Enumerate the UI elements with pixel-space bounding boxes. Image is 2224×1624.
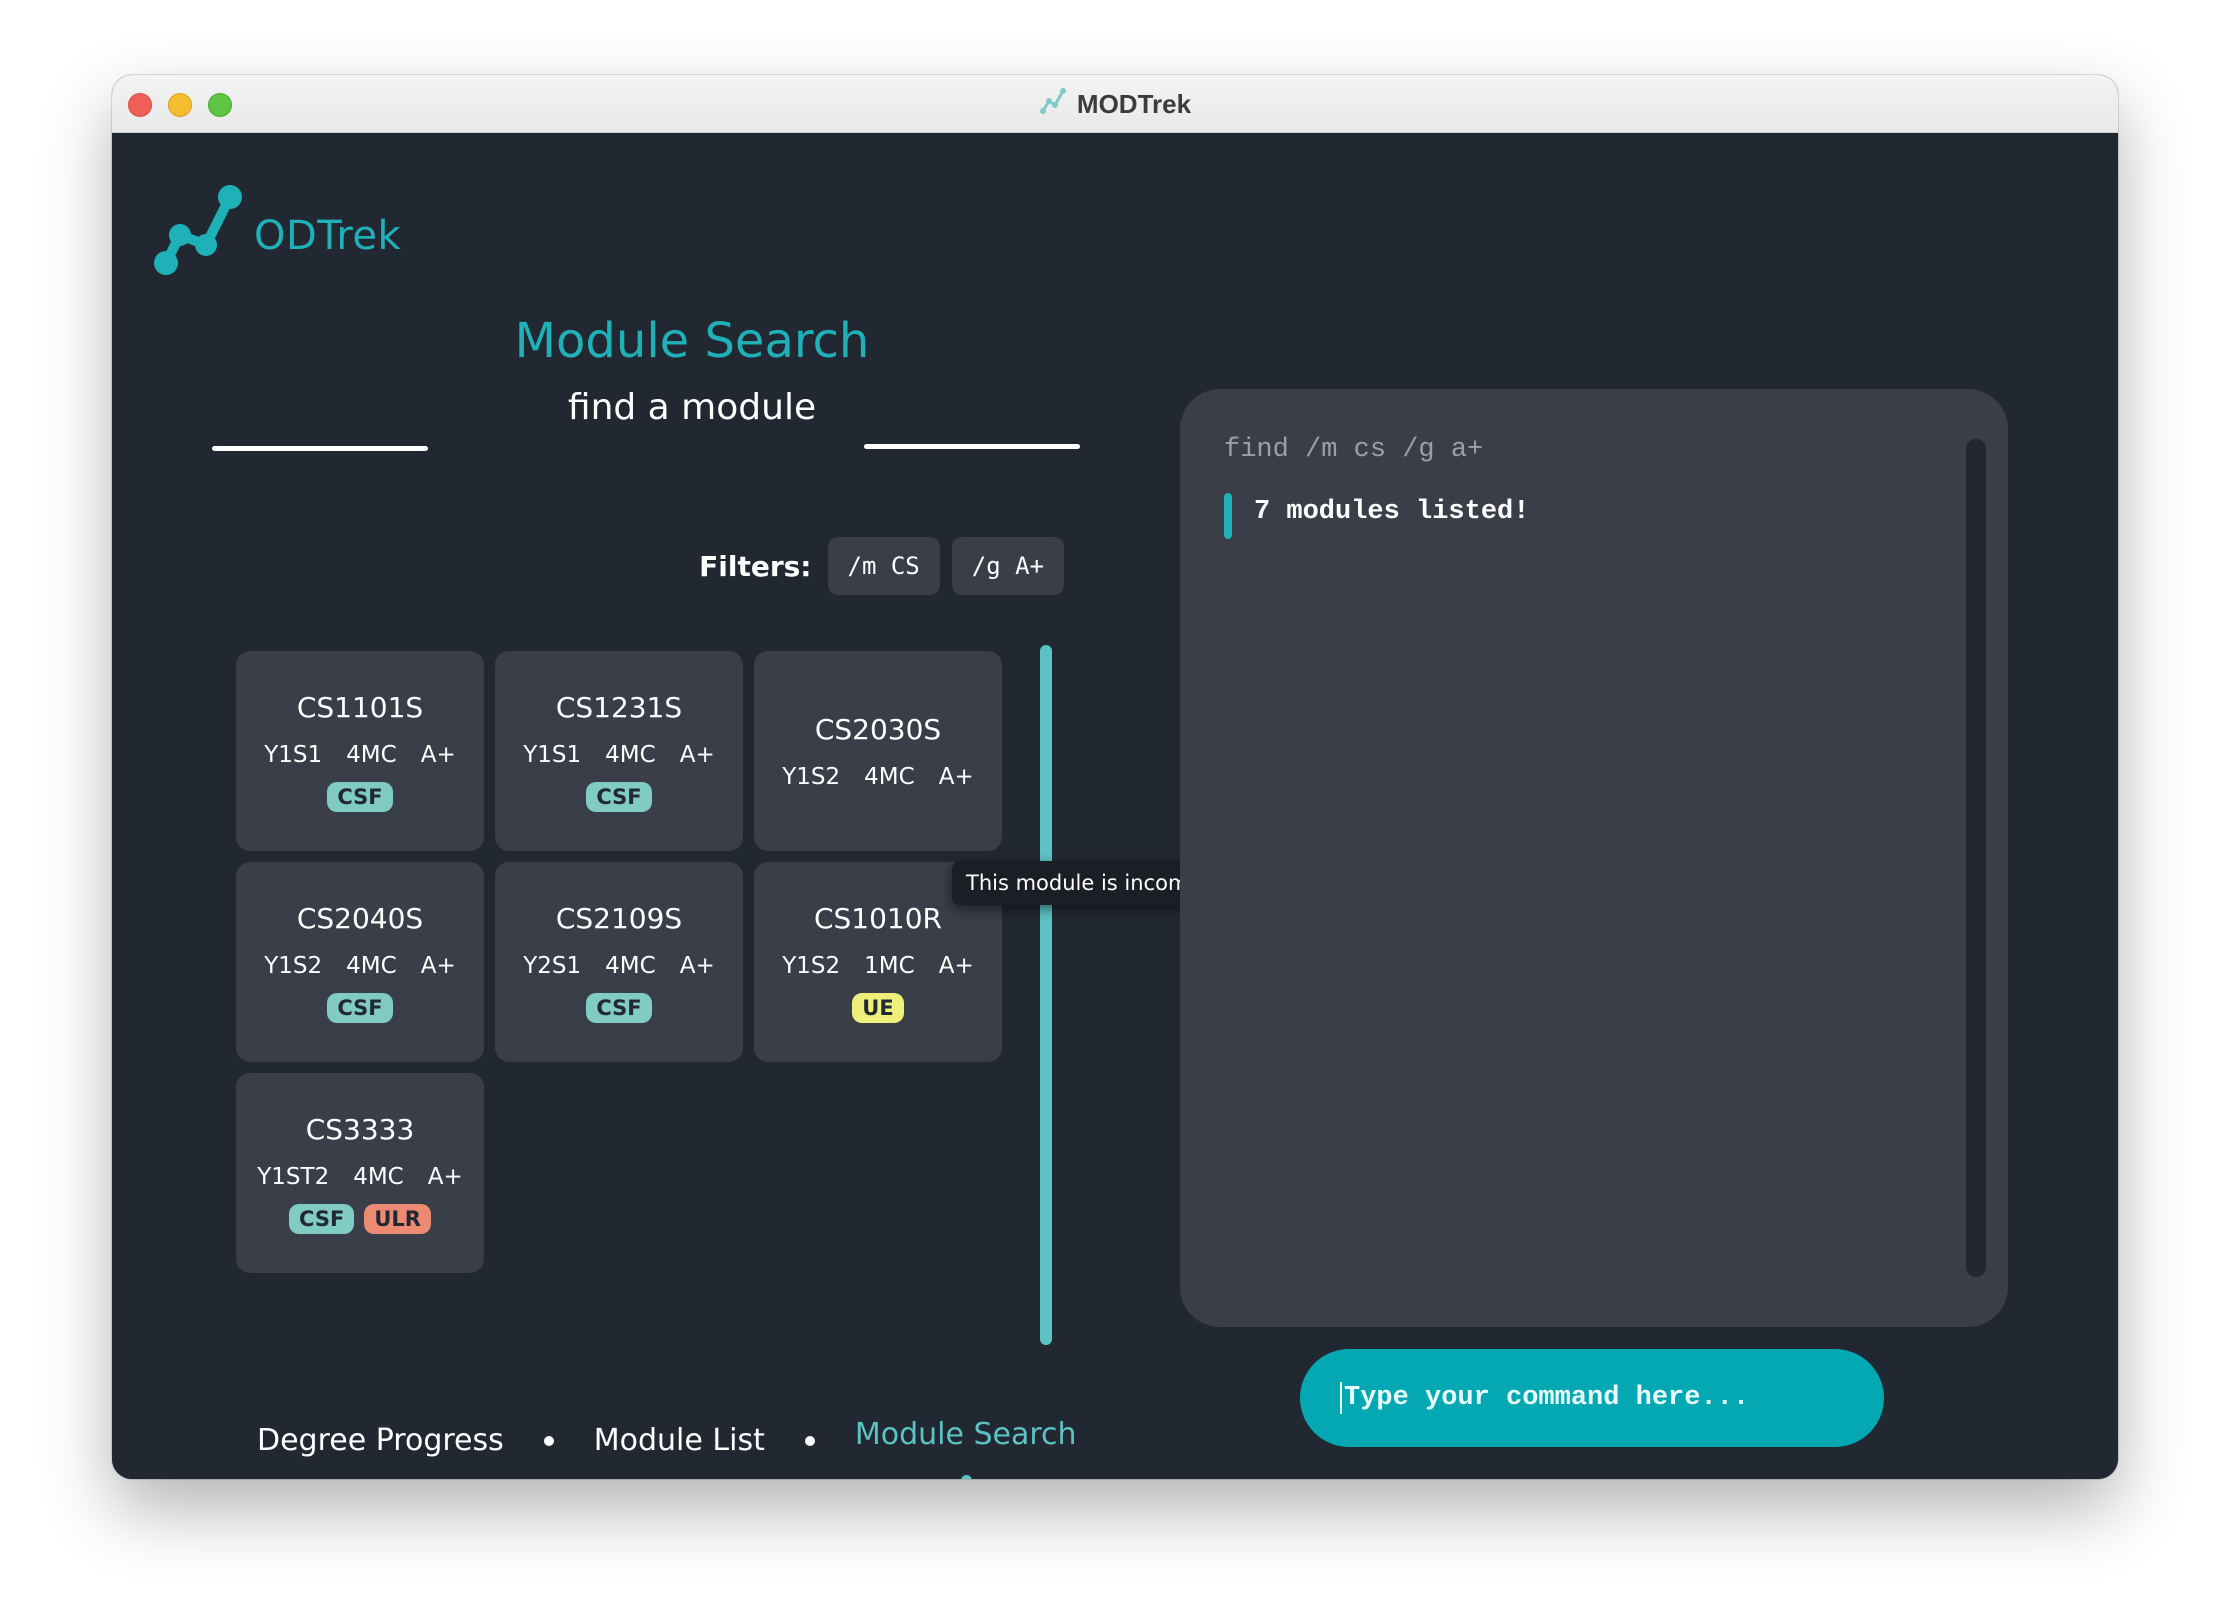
module-tags: CSF bbox=[327, 781, 393, 812]
app-icon bbox=[1039, 87, 1067, 122]
module-meta: Y1ST2 4MC A+ bbox=[257, 1164, 463, 1190]
result-command-echo: find /m cs /g a+ bbox=[1224, 435, 1484, 465]
module-semester: Y1ST2 bbox=[257, 1163, 330, 1190]
module-card[interactable]: CS1010R Y1S2 1MC A+ UE bbox=[754, 862, 1002, 1062]
active-indicator bbox=[960, 1475, 972, 1479]
module-credits: 4MC bbox=[605, 741, 656, 768]
module-meta: Y1S2 1MC A+ bbox=[782, 953, 973, 979]
window-title: MODTrek bbox=[1076, 88, 1192, 119]
app-logo: ODTrek bbox=[150, 173, 401, 283]
module-code: CS1231S bbox=[555, 690, 683, 724]
module-tags: CSF bbox=[586, 781, 652, 812]
module-meta: Y1S2 4MC A+ bbox=[782, 764, 973, 790]
close-window-button[interactable] bbox=[128, 93, 152, 117]
module-meta: Y1S1 4MC A+ bbox=[523, 742, 714, 768]
module-code: CS1101S bbox=[296, 690, 424, 724]
tag-csf: CSF bbox=[327, 992, 393, 1023]
module-grade: A+ bbox=[420, 952, 456, 979]
nav-degree-progress[interactable]: Degree Progress bbox=[257, 1423, 504, 1458]
tag-csf: CSF bbox=[289, 1203, 355, 1234]
tag-csf: CSF bbox=[327, 781, 393, 812]
nav-module-search-label: Module Search bbox=[854, 1417, 1077, 1452]
module-card[interactable]: CS2040S Y1S2 4MC A+ CSF bbox=[236, 862, 484, 1062]
module-code: CS2040S bbox=[296, 901, 424, 935]
tag-ulr: ULR bbox=[364, 1203, 431, 1234]
module-semester: Y1S2 bbox=[264, 952, 323, 979]
module-credits: 1MC bbox=[864, 952, 915, 979]
module-grade: A+ bbox=[420, 741, 456, 768]
module-grade: A+ bbox=[938, 763, 974, 790]
module-grade: A+ bbox=[679, 741, 715, 768]
nav-separator bbox=[543, 1435, 554, 1446]
module-code: CS2030S bbox=[814, 712, 942, 746]
module-semester: Y2S1 bbox=[523, 952, 582, 979]
main-content: ODTrek Module Search find a module Filte… bbox=[112, 133, 2118, 1479]
page-title: Module Search bbox=[514, 313, 870, 369]
module-code: CS3333 bbox=[305, 1112, 415, 1146]
module-tags: UE bbox=[852, 992, 904, 1023]
minimize-window-button[interactable] bbox=[168, 93, 192, 117]
module-tags: CSF bbox=[586, 992, 652, 1023]
logo-text: ODTrek bbox=[254, 213, 402, 259]
result-accent-bar bbox=[1224, 493, 1232, 539]
nav-module-list[interactable]: Module List bbox=[593, 1423, 765, 1458]
module-card[interactable]: CS3333 Y1ST2 4MC A+ CSF ULR bbox=[236, 1073, 484, 1273]
result-panel: find /m cs /g a+ 7 modules listed! bbox=[1180, 389, 2008, 1327]
module-semester: Y1S1 bbox=[264, 741, 323, 768]
heading-line-right bbox=[864, 444, 1080, 449]
title-bar: MODTrek bbox=[112, 75, 2118, 133]
filter-chip-grade[interactable]: /g A+ bbox=[951, 537, 1064, 595]
tag-csf: CSF bbox=[586, 781, 652, 812]
module-card[interactable]: CS2109S Y2S1 4MC A+ CSF bbox=[495, 862, 743, 1062]
module-credits: 4MC bbox=[353, 1163, 404, 1190]
heading-line-left bbox=[212, 446, 428, 451]
module-semester: Y1S1 bbox=[523, 741, 582, 768]
module-credits: 4MC bbox=[864, 763, 915, 790]
module-meta: Y1S1 4MC A+ bbox=[264, 742, 455, 768]
window-title-group: MODTrek bbox=[112, 75, 2118, 133]
module-code: CS2109S bbox=[555, 901, 683, 935]
result-panel-scrollbar[interactable] bbox=[1966, 439, 1986, 1277]
nav-separator bbox=[804, 1435, 815, 1446]
page-subtitle: find a module bbox=[567, 387, 817, 428]
module-card[interactable]: CS2030S Y1S2 4MC A+ bbox=[754, 651, 1002, 851]
module-grade: A+ bbox=[938, 952, 974, 979]
command-box[interactable] bbox=[1300, 1349, 1884, 1447]
module-credits: 4MC bbox=[605, 952, 656, 979]
module-card-grid: CS1101S Y1S1 4MC A+ CSF CS1231S Y1S1 4MC… bbox=[236, 651, 1026, 1273]
command-input[interactable] bbox=[1340, 1382, 1884, 1414]
nav-module-search[interactable]: Module Search bbox=[854, 1417, 1077, 1479]
module-grade: A+ bbox=[427, 1163, 463, 1190]
result-message: 7 modules listed! bbox=[1254, 497, 1530, 527]
module-tags: CSF bbox=[327, 992, 393, 1023]
module-credits: 4MC bbox=[346, 952, 397, 979]
module-meta: Y2S1 4MC A+ bbox=[523, 953, 714, 979]
module-card[interactable]: CS1101S Y1S1 4MC A+ CSF bbox=[236, 651, 484, 851]
module-meta: Y1S2 4MC A+ bbox=[264, 953, 455, 979]
module-list-scrollbar[interactable] bbox=[1040, 645, 1052, 1345]
module-tags: CSF ULR bbox=[289, 1203, 431, 1234]
module-semester: Y1S2 bbox=[782, 763, 841, 790]
bottom-nav: Degree Progress Module List Module Searc… bbox=[257, 1417, 1077, 1479]
tag-ue: UE bbox=[852, 992, 904, 1023]
maximize-window-button[interactable] bbox=[208, 93, 232, 117]
logo-graph-icon bbox=[154, 185, 242, 275]
module-credits: 4MC bbox=[346, 741, 397, 768]
filter-chip-module[interactable]: /m CS bbox=[827, 537, 940, 595]
filters-bar: Filters: /m CS /g A+ bbox=[699, 537, 1064, 595]
app-window: MODTrek ODTrek Module Search find a modu… bbox=[112, 75, 2118, 1479]
tag-csf: CSF bbox=[586, 992, 652, 1023]
module-card[interactable]: CS1231S Y1S1 4MC A+ CSF bbox=[495, 651, 743, 851]
filters-label: Filters: bbox=[699, 549, 812, 583]
module-code: CS1010R bbox=[813, 901, 943, 935]
module-semester: Y1S2 bbox=[782, 952, 841, 979]
module-grade: A+ bbox=[679, 952, 715, 979]
